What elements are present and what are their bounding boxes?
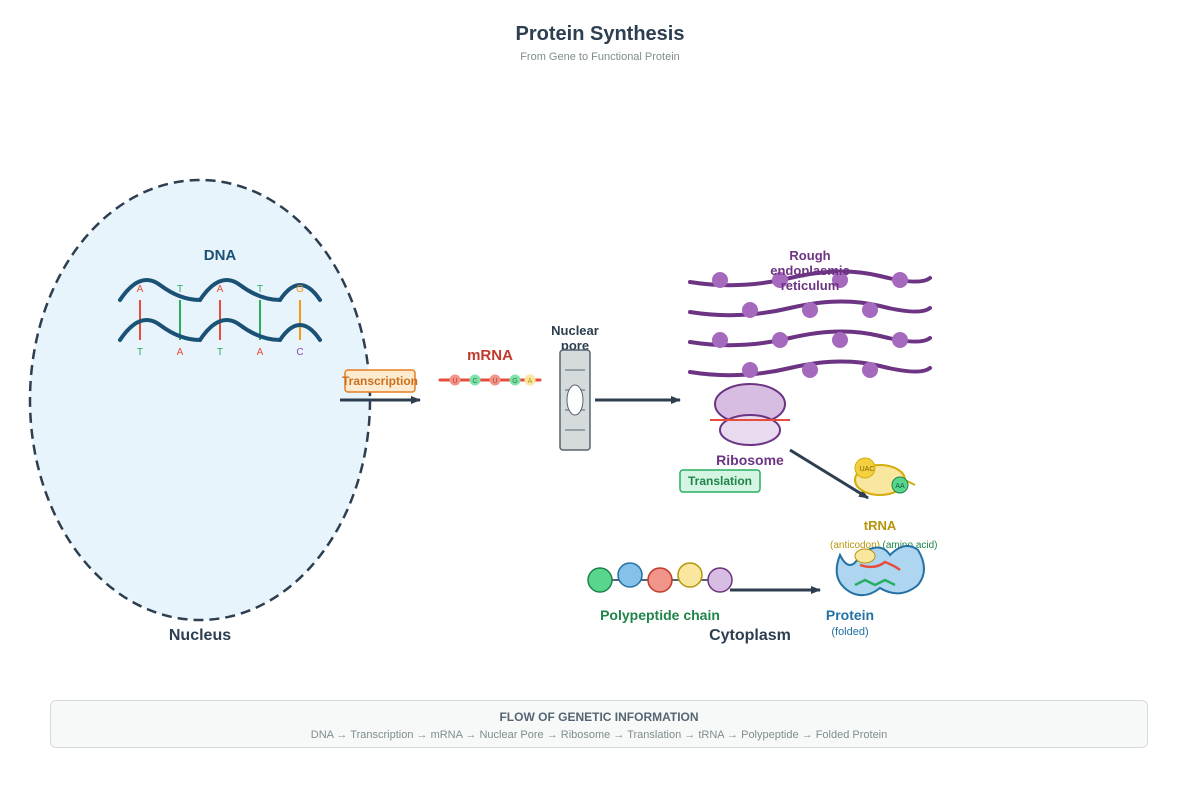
ribosome-label: Ribosome bbox=[716, 452, 784, 468]
trna-amino-acid bbox=[891, 476, 909, 494]
amino-acid-residue bbox=[587, 567, 613, 593]
footer-flow-text: DNA → Transcription → mRNA → Nuclear Por… bbox=[310, 729, 888, 741]
amino-acid-residue bbox=[647, 567, 673, 593]
dna-top-bases: A T A T G bbox=[137, 284, 304, 295]
er-bound-ribosome bbox=[802, 362, 818, 378]
er-bound-ribosome bbox=[892, 332, 908, 348]
nuclear-pore-label-line1: Nuclear bbox=[551, 323, 599, 338]
cytoplasm-label: Cytoplasm bbox=[709, 627, 791, 644]
translation-arrow bbox=[789, 448, 869, 500]
er-bound-ribosome bbox=[802, 302, 818, 318]
translation-label: Translation bbox=[688, 474, 752, 488]
rough-er-label-line1: Rough bbox=[789, 248, 830, 263]
polypeptide-chain bbox=[587, 562, 733, 593]
er-bound-ribosome bbox=[772, 332, 788, 348]
er-bound-ribosome bbox=[712, 332, 728, 348]
ribosome bbox=[710, 383, 790, 446]
er-bound-ribosome bbox=[832, 332, 848, 348]
trna-label: tRNA bbox=[864, 518, 897, 533]
dna-base-letter: G bbox=[296, 284, 304, 295]
er-bound-ribosome bbox=[712, 272, 728, 288]
er-bound-ribosome bbox=[832, 272, 848, 288]
trna-caption-anticodon: (anticodon) bbox=[830, 540, 880, 551]
amino-acid-residue bbox=[677, 562, 703, 588]
dna-base-letter: C bbox=[296, 347, 303, 358]
mrna-nucleotide bbox=[509, 374, 521, 386]
dna-base-letter: A bbox=[177, 347, 184, 358]
nucleus-label: Nucleus bbox=[169, 627, 231, 644]
er-bound-ribosome bbox=[742, 362, 758, 378]
mrna-nucleotide bbox=[449, 374, 461, 386]
trna-amino-acid-text: AA bbox=[895, 483, 905, 490]
mrna-nucleotide bbox=[469, 374, 481, 386]
dna-base-letter: A bbox=[137, 284, 144, 295]
er-bound-ribosome bbox=[742, 302, 758, 318]
nuclear-pore bbox=[559, 349, 591, 451]
page-subtitle: From Gene to Functional Protein bbox=[520, 51, 680, 63]
rough-er-label-line3: reticulum bbox=[781, 278, 840, 293]
dna-base-letter: T bbox=[177, 284, 183, 295]
dna-double-helix bbox=[118, 278, 322, 343]
ribosome-small-subunit bbox=[719, 414, 781, 446]
page-title: Protein Synthesis bbox=[516, 23, 685, 45]
mrna-base-letter: C bbox=[472, 378, 477, 385]
mrna-nucleotide bbox=[524, 374, 536, 386]
er-bound-ribosome bbox=[862, 362, 878, 378]
mrna-base-letter: A bbox=[528, 378, 533, 385]
mrna-label: mRNA bbox=[467, 347, 513, 364]
mrna-nucleotide bbox=[489, 374, 501, 386]
polypeptide-label: Polypeptide chain bbox=[600, 607, 720, 623]
dna-base-letter: T bbox=[217, 347, 223, 358]
transcription-label: Transcription bbox=[342, 374, 418, 388]
mrna-base-letter: U bbox=[452, 378, 457, 385]
amino-acid-residue bbox=[707, 567, 733, 593]
protein-caption: (folded) bbox=[831, 626, 868, 638]
dna-strand-bottom bbox=[118, 318, 322, 343]
amino-acid-residue bbox=[617, 562, 643, 588]
trna-anticodon-text: UAC bbox=[860, 466, 875, 473]
dna-base-letter: T bbox=[257, 284, 263, 295]
rough-er-label-line2: endoplasmic bbox=[770, 263, 849, 278]
rough-er bbox=[688, 269, 932, 378]
dna-base-letter: A bbox=[257, 347, 264, 358]
mrna-base-letter: U bbox=[492, 378, 497, 385]
dna-strand-top bbox=[118, 278, 322, 303]
er-bound-ribosome bbox=[892, 272, 908, 288]
dna-base-letter: T bbox=[137, 347, 143, 358]
dna-base-letter: A bbox=[217, 284, 224, 295]
er-bound-ribosome bbox=[862, 302, 878, 318]
trna-molecule: UAC AA bbox=[854, 457, 916, 496]
trna-anticodon bbox=[854, 457, 876, 479]
genetic-flow-footer: FLOW OF GENETIC INFORMATION DNA → Transc… bbox=[50, 700, 1148, 748]
protein-label: Protein bbox=[826, 607, 874, 623]
dna-bottom-bases: T A T A C bbox=[137, 347, 304, 358]
translation-label-box bbox=[679, 469, 761, 493]
dna-label: DNA bbox=[204, 247, 237, 264]
folded-protein bbox=[835, 545, 925, 597]
mrna-codons: U C U G A bbox=[449, 374, 536, 386]
transcription-label-box bbox=[344, 369, 416, 393]
er-bound-ribosome bbox=[772, 272, 788, 288]
nucleus-membrane bbox=[28, 178, 372, 622]
footer-title: FLOW OF GENETIC INFORMATION bbox=[499, 710, 699, 724]
mrna-base-letter: G bbox=[512, 378, 517, 385]
